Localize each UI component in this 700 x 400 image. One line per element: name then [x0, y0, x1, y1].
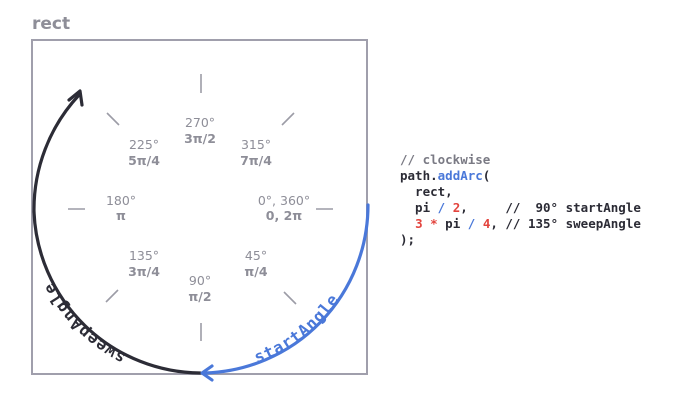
angle-225-deg: 225° [129, 137, 159, 152]
code-operator: / [437, 200, 446, 215]
angle-180-rad: π [116, 208, 126, 223]
angle-0-rad: 0, 2π [266, 208, 302, 223]
angle-90-deg: 90° [189, 273, 211, 288]
angle-labels: 0°, 360° 0, 2π 45° π/4 90° π/2 135° 3π/4… [106, 115, 310, 304]
code-token: , // 90° startAngle [460, 200, 641, 215]
code-line-rect: rect, [400, 184, 453, 199]
code-line-start: pi / 2, // 90° startAngle [400, 200, 641, 216]
code-snippet: // clockwise path.addArc( rect, pi / 2, … [400, 152, 641, 248]
tick-315 [281, 112, 295, 126]
code-operator: / [467, 216, 476, 231]
angle-180-deg: 180° [106, 193, 136, 208]
code-line-sweep: 3 * pi / 4, // 135° sweepAngle [400, 216, 641, 232]
angle-315-deg: 315° [241, 137, 271, 152]
code-space [423, 216, 431, 231]
start-angle-label: startAngle [251, 290, 342, 367]
tick-135 [105, 289, 119, 303]
code-comment: // clockwise [400, 152, 491, 167]
start-arrowhead-icon [200, 364, 214, 382]
angle-270-deg: 270° [185, 115, 215, 130]
code-number: 2 [452, 200, 461, 215]
code-operator: * [430, 216, 438, 231]
code-space [445, 200, 453, 215]
angle-45-deg: 45° [245, 248, 267, 263]
tick-45 [283, 291, 297, 305]
angle-90-rad: π/2 [188, 289, 211, 304]
rect-label: rect [32, 14, 71, 34]
sweep-arc-top [32, 93, 81, 214]
angle-315-rad: 7π/4 [240, 153, 272, 168]
angle-135-rad: 3π/4 [128, 264, 160, 279]
angle-225-rad: 5π/4 [128, 153, 160, 168]
code-token [400, 216, 415, 231]
code-function: addArc [437, 168, 483, 183]
angle-135-deg: 135° [129, 248, 159, 263]
code-line-close: ); [400, 232, 416, 247]
angle-0-deg: 0°, 360° [258, 193, 310, 208]
code-object: path. [400, 168, 438, 183]
code-token: , // 135° sweepAngle [490, 216, 641, 231]
code-token: pi [400, 200, 438, 215]
code-number: 4 [482, 216, 491, 231]
sweep-arrowhead-icon [67, 89, 84, 107]
code-space [475, 216, 483, 231]
code-line-call: path.addArc( [400, 168, 641, 184]
start-arc [203, 203, 370, 375]
code-number: 3 [415, 216, 423, 231]
angle-45-rad: π/4 [244, 264, 267, 279]
sweep-arc-bottom [32, 210, 202, 375]
code-paren: ( [482, 168, 491, 183]
code-token: pi [437, 216, 468, 231]
tick-225 [106, 112, 120, 126]
angle-270-rad: 3π/2 [184, 131, 216, 146]
radial-ticks [68, 74, 333, 341]
